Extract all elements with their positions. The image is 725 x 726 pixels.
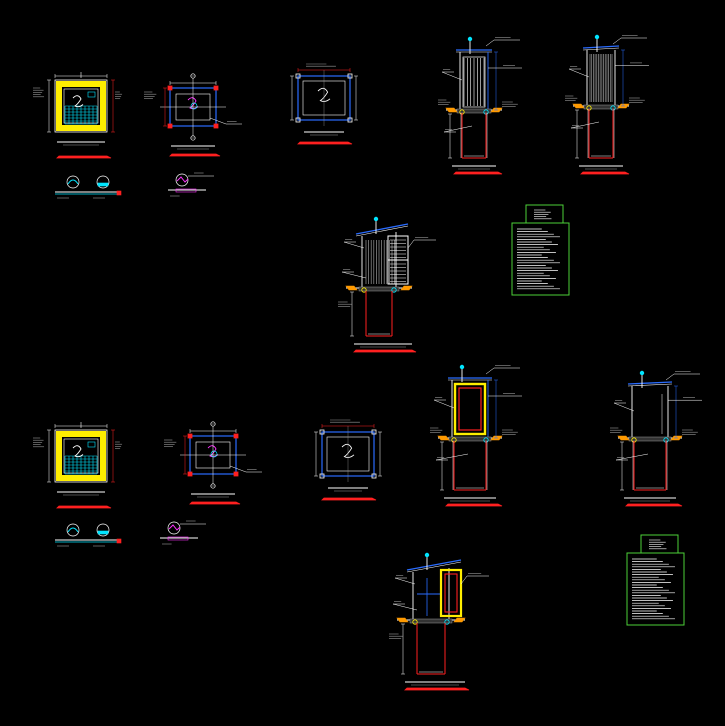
section-front-top (438, 36, 522, 175)
detail-magenta-top (168, 172, 214, 197)
detail-magenta-bottom (160, 520, 206, 545)
plan-simple-bottom (314, 419, 382, 501)
drawing-layer (33, 34, 702, 691)
plan-tiled-top (33, 72, 123, 159)
notes-box-bottom (626, 534, 685, 626)
plan-framed-bottom (164, 421, 262, 505)
section-side-bottom (610, 370, 702, 507)
detail-bubbles-bottom (55, 523, 122, 547)
section-front-bottom (430, 364, 522, 507)
notes-box-top (511, 204, 570, 296)
section-door-top (338, 216, 436, 353)
detail-bubbles-top (55, 175, 122, 199)
section-side-top (565, 34, 649, 175)
plan-tiled-bottom (33, 422, 123, 509)
section-door-bottom (389, 552, 489, 691)
plan-simple-top (290, 63, 358, 145)
plan-framed-top (144, 73, 242, 157)
